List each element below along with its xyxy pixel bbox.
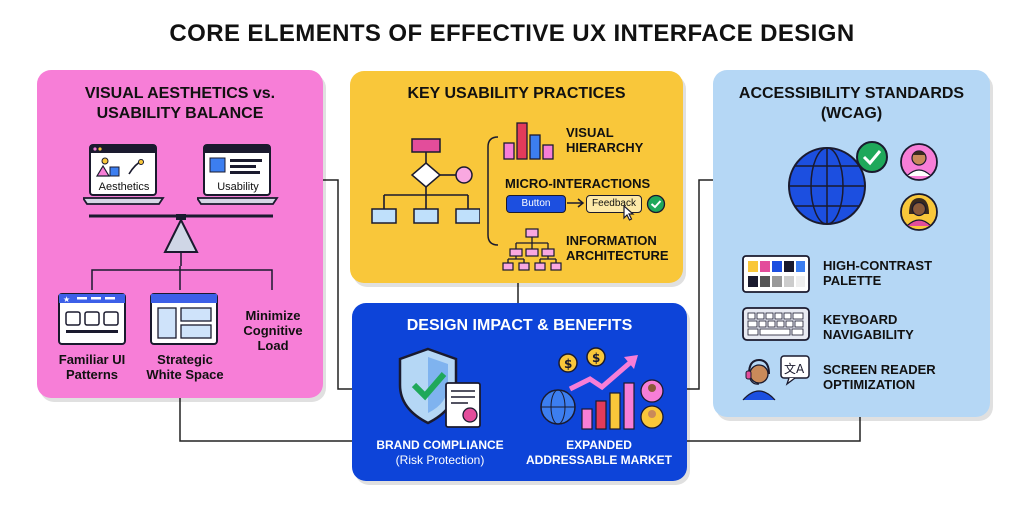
svg-text:★: ★: [63, 295, 70, 304]
sitemap-icon: [502, 228, 562, 271]
impact-panel-title: DESIGN IMPACT & BENEFITS: [406, 317, 633, 334]
user-avatar-2-icon: [900, 193, 938, 231]
svg-text:$: $: [592, 351, 600, 365]
bar-chart-icon: [503, 122, 554, 160]
information-architecture-label: INFORMATION ARCHITECTURE: [566, 233, 669, 263]
usability-laptop-icon: [197, 144, 279, 205]
shield-check-icon: [398, 347, 481, 428]
addressable-market-label: EXPANDED ADDRESSABLE MARKET: [525, 438, 672, 467]
layout-window-icon: [150, 293, 218, 345]
verified-check-icon: [856, 141, 888, 173]
aesthetics-panel-title: VISUAL AESTHETICS vs. USABILITY BALANCE: [84, 85, 276, 122]
globe-icon: [788, 147, 866, 225]
brand-compliance-label: BRAND COMPLIANCE (Risk Protection): [376, 438, 504, 467]
aesthetics-usability-panel: VISUAL AESTHETICS vs. USABILITY BALANCE …: [37, 70, 323, 398]
sample-button: Button: [506, 195, 566, 213]
high-contrast-label: HIGH-CONTRAST PALETTE: [823, 258, 933, 288]
cognitive-load-label: Minimize Cognitive Load: [243, 308, 303, 353]
growth-chart-icon: $ $: [540, 347, 664, 430]
familiar-patterns-label: Familiar UI Patterns: [58, 352, 126, 382]
arrow-right-icon: [567, 198, 585, 208]
white-space-label: Strategic White Space: [146, 352, 224, 382]
keyboard-icon: [742, 307, 810, 341]
balance-scale-icon: [89, 214, 273, 266]
flowchart-icon: [371, 138, 480, 224]
usability-panel-title: KEY USABILITY PRACTICES: [407, 85, 626, 102]
bracket-line: [487, 136, 499, 246]
cursor-icon: [623, 205, 635, 221]
tree-connector: [91, 266, 273, 290]
design-impact-panel: DESIGN IMPACT & BENEFITS BRAND COMPLIANC…: [352, 303, 687, 481]
keyboard-navigability-label: KEYBOARD NAVIGABILITY: [823, 312, 914, 342]
svg-text:$: $: [564, 357, 572, 371]
screen-reader-label: SCREEN READER OPTIMIZATION: [823, 362, 936, 392]
color-palette-icon: [742, 255, 810, 293]
headset-user-icon: 文A: [742, 355, 810, 401]
accessibility-panel: ACCESSIBILITY STANDARDS (WCAG): [713, 70, 990, 417]
feedback-chip: Feedback: [586, 195, 642, 213]
aesthetics-window-label: Aesthetics: [98, 181, 150, 193]
micro-interactions-label: MICRO-INTERACTIONS: [505, 176, 651, 191]
usability-practices-panel: KEY USABILITY PRACTICES VISUAL HIERARCHY: [350, 71, 683, 283]
usability-window-label: Usability: [217, 181, 259, 193]
check-circle-icon: [646, 194, 666, 214]
accessibility-panel-title: ACCESSIBILITY STANDARDS (WCAG): [738, 85, 965, 122]
aesthetics-laptop-icon: [83, 144, 165, 205]
visual-hierarchy-label: VISUAL HIERARCHY: [566, 125, 644, 155]
page-title: CORE ELEMENTS OF EFFECTIVE UX INTERFACE …: [169, 20, 855, 47]
ui-pattern-window-icon: ★: [58, 293, 126, 345]
svg-text:文A: 文A: [784, 361, 805, 376]
user-avatar-icon: [900, 143, 938, 181]
